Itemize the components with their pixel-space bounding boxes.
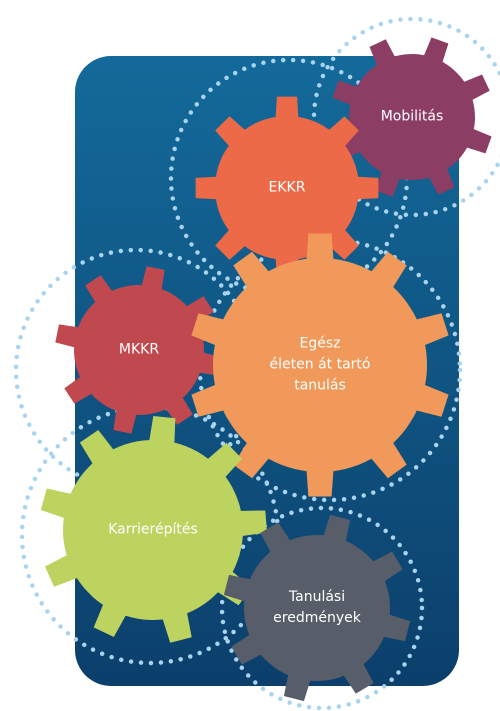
gear-ekkr <box>195 96 379 280</box>
gear-tanulasi-eredmenyek <box>223 514 411 702</box>
gear-egesz-eleten-at-tarto-tanulas <box>191 233 449 497</box>
gear-label-egesz-eleten-at-tarto-tanulas: Egész életen át tartó tanulás <box>270 334 371 397</box>
gear-label-line: Tanulási <box>288 589 346 605</box>
gears <box>40 37 492 702</box>
gear-karrierepites <box>40 416 267 643</box>
gear-label-mkkr: MKKR <box>119 340 159 361</box>
gear-label-tanulasi-eredmenyek: Tanulási eredmények <box>273 587 361 629</box>
gear-label-line: Karrierépítés <box>108 521 198 538</box>
gear-label-line: életen át tartó <box>269 356 371 373</box>
gear-label-line: EKKR <box>268 179 306 196</box>
gear-label-line: Mobilitás <box>380 108 444 125</box>
gear-mobilitas <box>332 37 492 197</box>
dotted-orbit-1 <box>311 16 500 218</box>
gear-label-line: Egész <box>299 335 341 352</box>
gear-label-ekkr: EKKR <box>269 178 306 199</box>
gear-label-line: tanulás <box>294 377 346 394</box>
gear-mkkr <box>55 266 223 434</box>
gear-label-line: eredmények <box>273 610 361 626</box>
dotted-orbit-6 <box>219 505 425 711</box>
gear-label-karrierepites: Karrierépítés <box>108 520 198 541</box>
gear-label-line: MKKR <box>118 341 160 358</box>
gear-label-mobilitas: Mobilitás <box>381 107 444 128</box>
